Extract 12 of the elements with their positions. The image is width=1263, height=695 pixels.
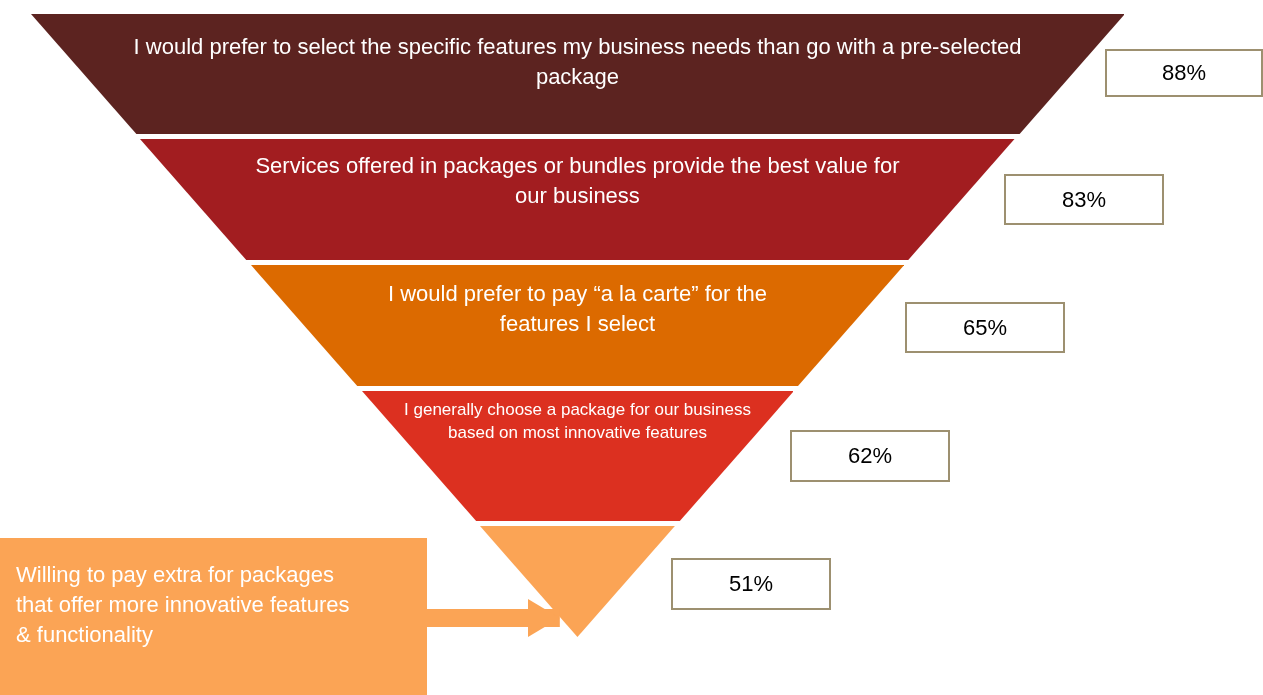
band-text: I would prefer to pay “a la carte” for the features I select xyxy=(386,280,768,338)
percentage-box: 65% xyxy=(905,302,1065,353)
arrow xyxy=(427,599,560,637)
percentage-box: 51% xyxy=(671,558,831,610)
band-text: I would prefer to select the specific features my business needs than go with a pre-selected package xyxy=(132,33,1023,91)
band-text: Services offered in packages or bundles provide the best value for our business xyxy=(254,152,901,210)
callout-text: Willing to pay extra for packages that offer more innovative features & functionality xyxy=(16,561,351,649)
band-text: I generally choose a package for our business based on most innovative features xyxy=(403,399,752,444)
percentage-box: 83% xyxy=(1004,174,1164,225)
percentage-box: 62% xyxy=(790,430,950,482)
callout-box xyxy=(0,538,427,695)
percentage-box: 88% xyxy=(1105,49,1263,97)
